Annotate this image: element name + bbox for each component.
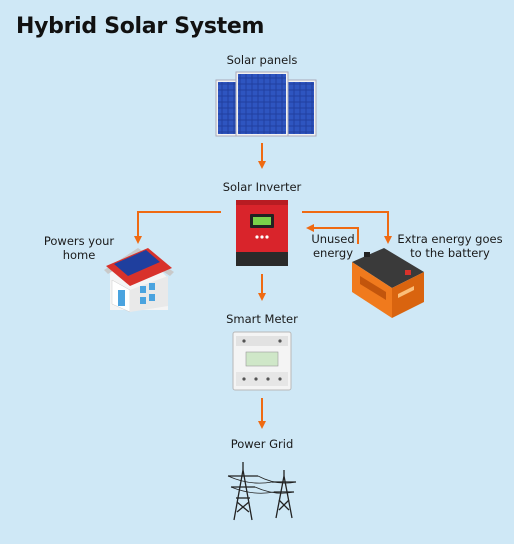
label-extra-line1: Extra energy goes <box>397 232 503 246</box>
label-unused-line1: Unused <box>311 232 355 246</box>
label-extra-line2: to the battery <box>410 246 490 260</box>
diagram-title: Hybrid Solar System <box>16 14 265 39</box>
label-solar-panels: Solar panels <box>226 53 298 67</box>
label-extra-energy: Extra energy goes to the battery <box>396 232 504 260</box>
flow-arrows <box>134 143 392 429</box>
power-tower-icon <box>227 462 297 521</box>
arrow-inverter-to-battery <box>302 211 392 244</box>
label-powers-home-line1: Powers your <box>43 234 115 248</box>
smart-meter-icon <box>232 331 292 391</box>
label-solar-inverter: Solar Inverter <box>222 180 302 194</box>
label-powers-home: Powers your home <box>36 234 122 262</box>
house-icon <box>104 248 174 313</box>
battery-icon <box>352 248 424 318</box>
label-power-grid: Power Grid <box>230 437 294 451</box>
label-unused-line2: energy <box>312 246 354 260</box>
solar-panels-icon <box>215 71 317 137</box>
label-unused-energy: Unused energy <box>305 232 361 260</box>
label-smart-meter: Smart Meter <box>226 312 298 326</box>
arrow-inverter-to-home <box>134 211 221 244</box>
solar-inverter-icon <box>236 200 288 266</box>
arrow-battery-to-inverter <box>306 224 359 244</box>
label-powers-home-line2: home <box>62 248 96 262</box>
